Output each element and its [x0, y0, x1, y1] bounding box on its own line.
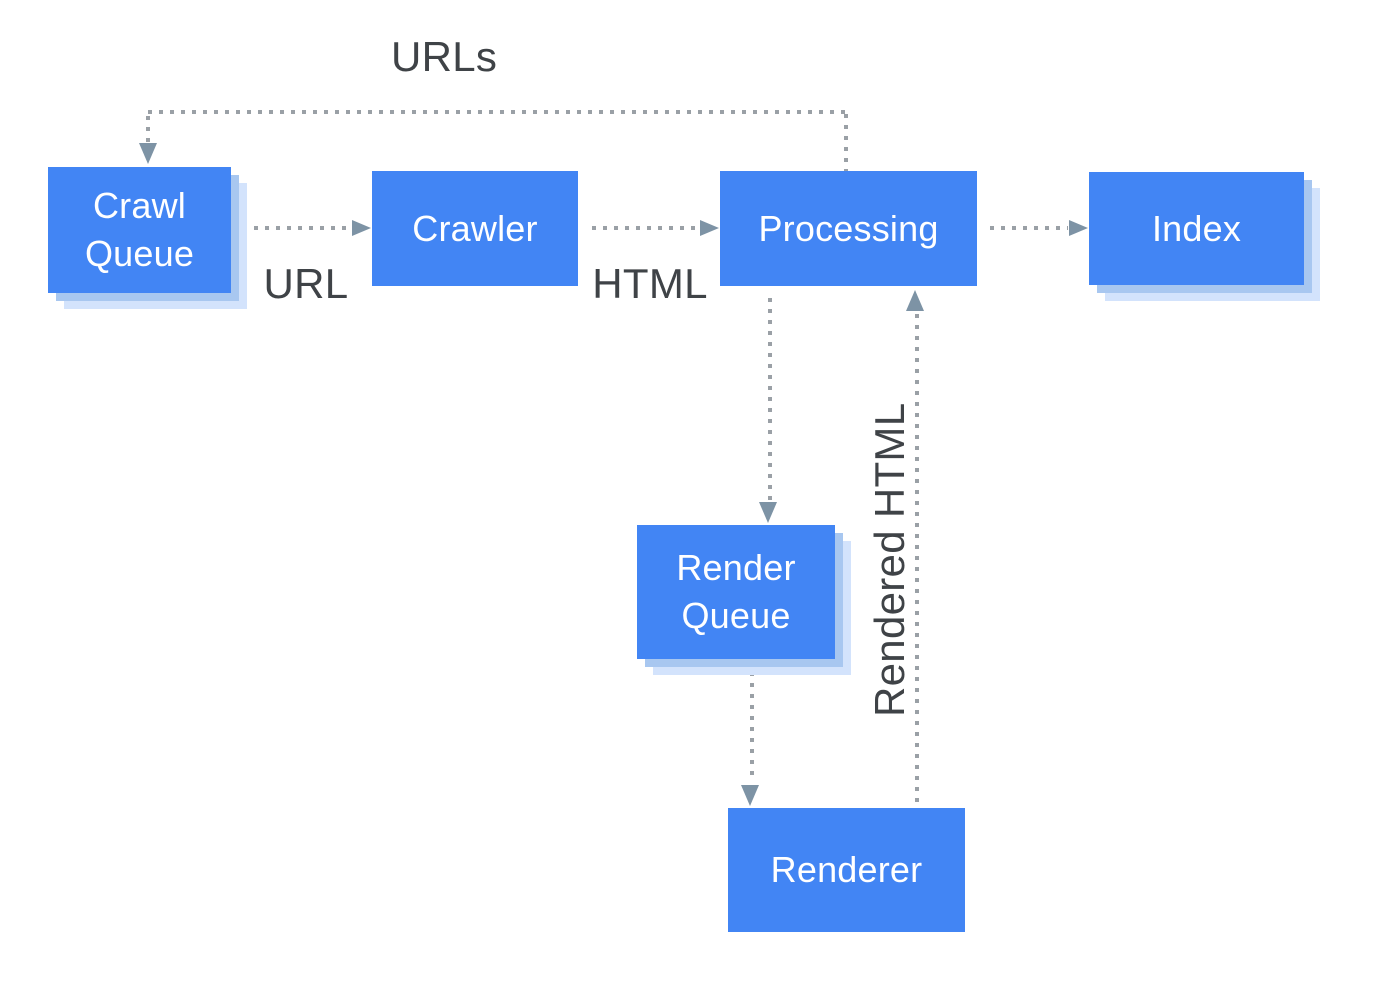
- node-crawl-queue: Crawl Queue: [48, 167, 231, 293]
- node-index-label: Index: [1151, 207, 1242, 249]
- edge-label-rendered-html: Rendered HTML: [866, 402, 913, 717]
- node-render-queue: Render Queue: [637, 525, 835, 659]
- node-renderer: Renderer: [728, 808, 965, 932]
- node-processing-label: Processing: [758, 207, 939, 249]
- connector-processing-to-crawl-queue-tail: [844, 114, 848, 171]
- node-index: Index: [1089, 172, 1304, 285]
- arrowhead-into-index-icon: [1069, 220, 1088, 236]
- connector-renderer-to-processing: [915, 314, 919, 806]
- connector-processing-to-crawl-queue-drop: [146, 116, 150, 142]
- connector-processing-to-crawl-queue-horizontal: [148, 110, 848, 114]
- edge-label-urls: URLs: [391, 33, 498, 80]
- arrowhead-into-crawler-icon: [352, 220, 371, 236]
- connector-processing-to-index: [990, 226, 1068, 230]
- arrowhead-into-render-queue-icon: [759, 502, 777, 523]
- node-renderer-label: Renderer: [770, 849, 923, 891]
- arrowhead-into-processing-icon: [700, 220, 719, 236]
- connector-render-queue-to-renderer: [750, 672, 754, 782]
- edge-label-html: HTML: [592, 260, 708, 307]
- connector-crawl-queue-to-crawler: [243, 226, 351, 230]
- connector-crawler-to-processing: [592, 226, 698, 230]
- edge-label-url: URL: [263, 260, 349, 307]
- node-crawler: Crawler: [372, 171, 578, 286]
- node-render-queue-label: Render Queue: [676, 547, 796, 636]
- node-crawl-queue-label: Crawl Queue: [84, 185, 195, 274]
- arrowhead-into-crawl-queue-icon: [139, 143, 157, 164]
- arrowhead-into-renderer-icon: [741, 785, 759, 806]
- node-processing: Processing: [720, 171, 977, 286]
- connector-processing-to-render-queue: [768, 298, 772, 500]
- node-crawler-label: Crawler: [412, 207, 538, 249]
- arrowhead-into-processing-bottom-icon: [906, 290, 924, 311]
